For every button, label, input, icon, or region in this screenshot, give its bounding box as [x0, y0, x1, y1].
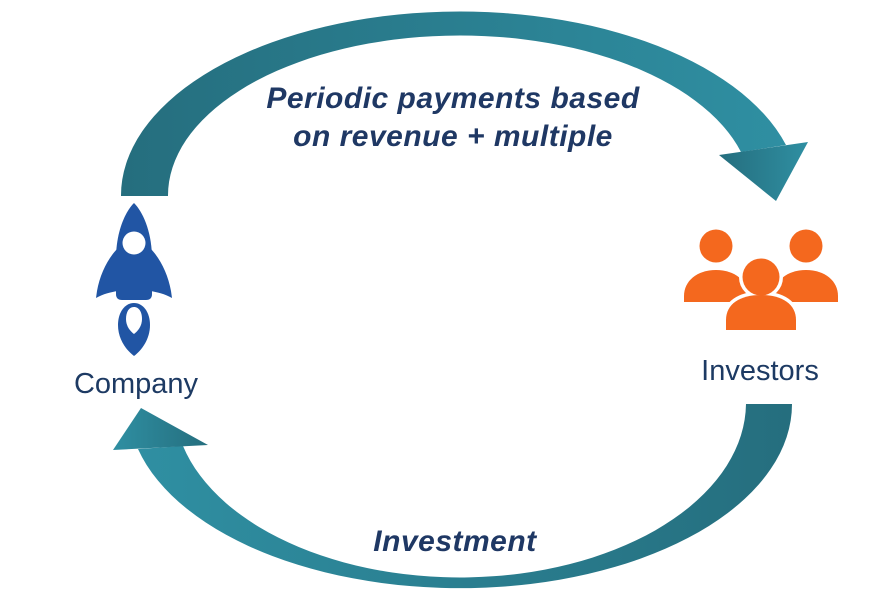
investment-arrowhead-icon	[113, 408, 208, 450]
investment-flow-label: Investment	[373, 525, 537, 558]
person-left-head	[699, 229, 733, 263]
payments-flow-label: Periodic payments based on revenue + mul…	[266, 82, 640, 153]
company-label: Company	[73, 368, 199, 400]
people-group-icon	[684, 229, 838, 334]
payments-arrowhead-icon	[719, 142, 808, 201]
person-left-body	[684, 270, 748, 302]
investment-arrow	[113, 404, 793, 589]
payments-arc	[120, 11, 787, 196]
rocket-icon	[96, 203, 172, 356]
person-right-head	[789, 229, 823, 263]
payments-arrow	[120, 11, 808, 201]
rocket-fin-left	[96, 248, 118, 298]
person-right-body	[774, 270, 838, 302]
rocket-fin-right	[150, 248, 172, 298]
rocket-flame-core	[126, 307, 142, 334]
rocket-window	[122, 231, 146, 255]
person-center-head	[742, 258, 780, 296]
investors-label: Investors	[701, 355, 819, 387]
person-center-body	[726, 295, 796, 330]
